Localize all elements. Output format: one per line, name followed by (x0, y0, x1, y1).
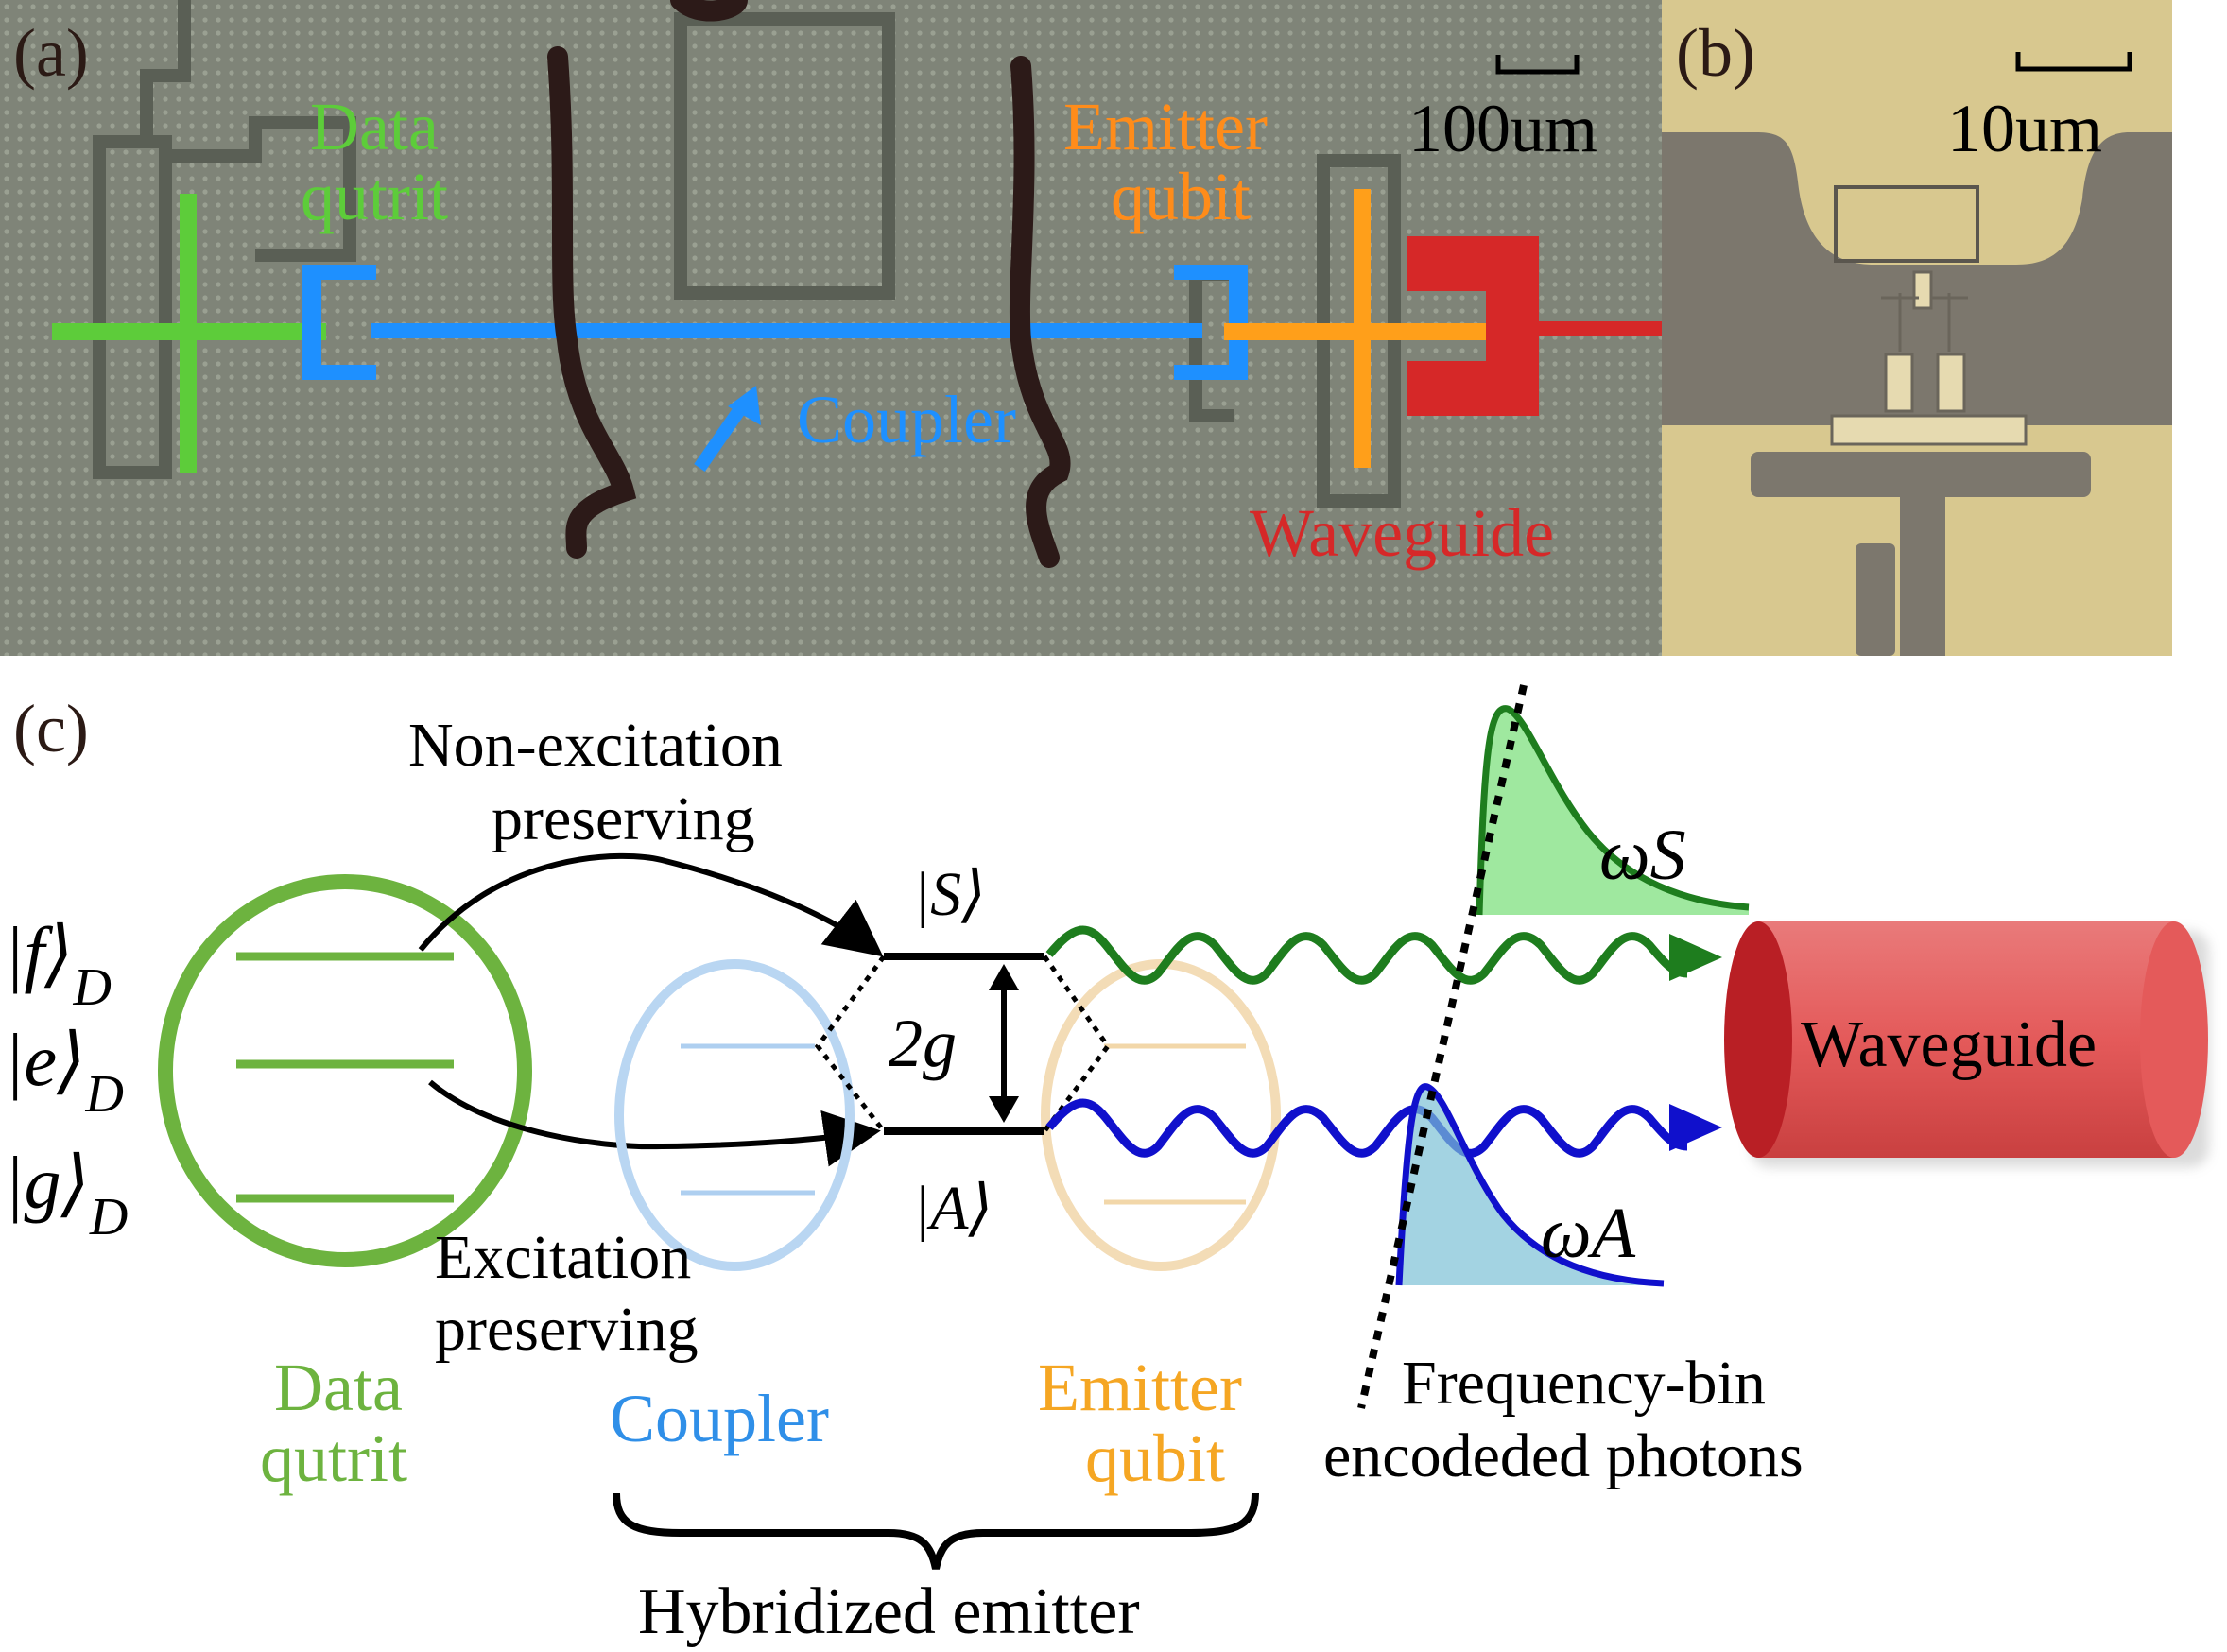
photon-A-wave (1045, 1098, 1688, 1158)
photon-A-arrowhead (1669, 1104, 1722, 1151)
panel-b-junction (1830, 270, 2028, 446)
coupler-label: Coupler (610, 1381, 829, 1456)
level-g-label: |g⟩D (4, 1142, 128, 1247)
waveguide-structure (1407, 236, 1662, 416)
emitter-qubit-line2: qubit (1085, 1420, 1225, 1496)
chip-data-qutrit-line1: Data (310, 89, 439, 164)
excitation-line1: Excitation (435, 1223, 691, 1292)
non-excitation-arrow (418, 852, 884, 957)
spectrum-S-fill (1479, 708, 1749, 915)
level-labels: |f⟩D |e⟩D |g⟩D (4, 912, 128, 1247)
emitter-qubit-line1: Emitter (1038, 1350, 1242, 1425)
level-f-subscript: D (73, 958, 112, 1017)
waveguide-cylinder: Waveguide (1724, 921, 2209, 1167)
hybridization-dotted-lines (814, 955, 1112, 1133)
data-qutrit-circle (158, 874, 532, 1267)
hybridized-levels (884, 953, 1044, 1135)
splitting-arrow (989, 964, 1019, 1123)
hybridized-brace (613, 1492, 1259, 1570)
panel-b-bottom-bar (1751, 452, 2091, 497)
scale-bar-a: 100um (1408, 55, 1597, 166)
panel-c: (c) Non-excitation preserving |f⟩D |e⟩D … (4, 684, 2209, 1648)
coupler-levels (681, 1043, 815, 1196)
scale-bar-b: 10um (1947, 52, 2132, 166)
photon-S-wave (1045, 925, 1688, 985)
coupler-circle (614, 959, 855, 1271)
panel-b-label: (b) (1676, 15, 1755, 91)
scale-bar-a-label: 100um (1408, 91, 1597, 166)
level-e-label: |e⟩D (4, 1019, 124, 1124)
panel-a: (a) Data qutrit Emitter qubit Coupler Wa… (0, 0, 1662, 656)
emitter-qubit-cross (1224, 189, 1498, 468)
chip-outlines (93, 0, 1401, 508)
splitting-label: 2g (889, 1006, 957, 1081)
hybridized-label: Hybridized emitter (638, 1575, 1140, 1648)
level-g-subscript: D (89, 1188, 128, 1247)
freq-bin-line1: Frequency-bin (1402, 1349, 1766, 1418)
waveguide-label: Waveguide (1801, 1008, 2097, 1081)
data-qutrit-line1: Data (274, 1350, 403, 1425)
chip-data-qutrit-line2: qutrit (301, 159, 448, 234)
excitation-line2: preserving (435, 1295, 699, 1364)
waveguide-cylinder-body (1758, 921, 2174, 1158)
freq-bin-line2: encodeded photons (1323, 1421, 1804, 1490)
excitation-arrow (428, 1079, 881, 1167)
panel-b: (b) 10um (1662, 0, 2172, 656)
chip-emitter-qubit-line1: Emitter (1063, 89, 1268, 164)
coupler-bus (302, 265, 1248, 380)
panel-b-left-stub (1856, 543, 1895, 656)
emitter-levels (1104, 1043, 1246, 1205)
coupler-pointer-arrow (694, 386, 761, 472)
omega-S-label: ωS (1599, 816, 1686, 895)
scale-bar-b-label: 10um (1947, 91, 2102, 166)
state-A-label: |A⟩ (913, 1174, 993, 1243)
chip-coupler-label: Coupler (797, 382, 1016, 457)
waveguide-cylinder-right-cap (2140, 921, 2208, 1158)
data-qutrit-cross (52, 194, 326, 473)
data-qutrit-line2: qutrit (260, 1420, 407, 1496)
panel-b-stem (1900, 491, 1945, 656)
spectrum-A-fill (1399, 1086, 1664, 1285)
level-f-label: |f⟩D (4, 912, 112, 1017)
chip-waveguide-label: Waveguide (1250, 495, 1554, 571)
panel-b-junction-pad (1834, 185, 1979, 263)
waveguide-cylinder-left-cap (1724, 921, 1792, 1158)
state-S-label: |S⟩ (913, 860, 986, 929)
bond-wires (547, 0, 1071, 568)
panel-a-label: (a) (13, 15, 89, 91)
spectrum-S-curve (1476, 705, 1750, 916)
panel-c-label: (c) (13, 691, 89, 766)
spectrum-A-curve (1395, 1083, 1665, 1287)
data-qutrit-levels (236, 952, 454, 1203)
non-excitation-line2: preserving (492, 784, 755, 853)
chip-emitter-qubit-line2: qubit (1111, 159, 1251, 234)
level-e-subscript: D (85, 1065, 124, 1124)
omega-A-label: ωA (1541, 1194, 1636, 1273)
non-excitation-line1: Non-excitation (408, 711, 783, 780)
photon-S-arrowhead (1669, 934, 1722, 981)
